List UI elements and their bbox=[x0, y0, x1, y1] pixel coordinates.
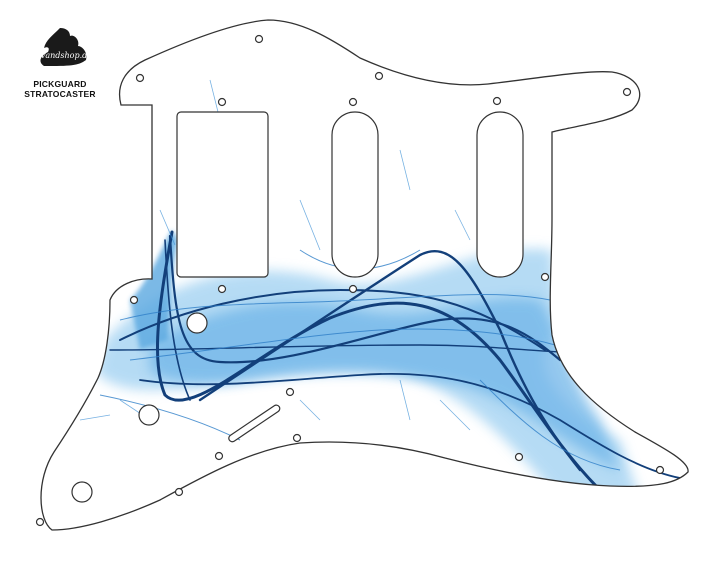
tone-knob-hole-2 bbox=[71, 481, 93, 503]
logo-text: dd-Vandshop.de bbox=[27, 51, 93, 60]
humbucker-cutout bbox=[176, 111, 269, 278]
single-coil-cutout-middle bbox=[331, 111, 379, 278]
logo-title-line2: STRATOCASTER bbox=[24, 89, 96, 99]
logo-title-line1: PICKGUARD bbox=[33, 79, 87, 89]
logo-flame-icon bbox=[40, 28, 87, 66]
tone-knob-hole bbox=[138, 404, 160, 426]
switch-slot bbox=[228, 404, 281, 443]
single-coil-cutout-neck bbox=[476, 111, 524, 278]
brand-logo: dd-Vandshop.de PICKGUARD STRATOCASTER bbox=[14, 26, 106, 99]
volume-knob-hole bbox=[186, 312, 208, 334]
pickguard-outline bbox=[40, 19, 689, 531]
screw-holes bbox=[35, 34, 665, 527]
swirl-artwork bbox=[79, 79, 681, 500]
